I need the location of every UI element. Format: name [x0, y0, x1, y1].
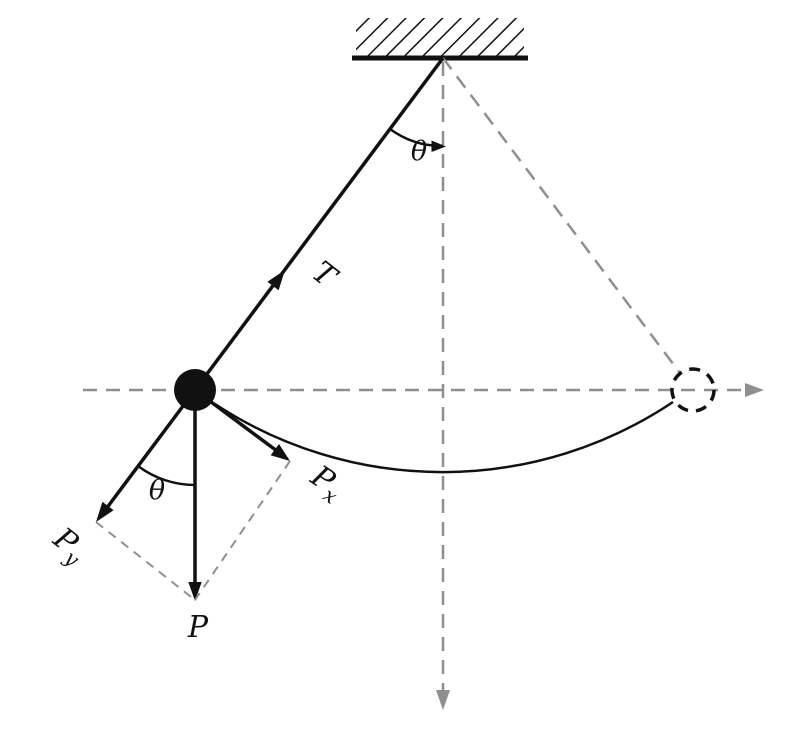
- theta-label-pivot: θ: [411, 136, 427, 167]
- swing-path-arc: [214, 400, 674, 474]
- ceiling-mount: [352, 18, 528, 61]
- tension-label: T: [305, 255, 344, 296]
- theta-label-bob: θ: [149, 475, 165, 506]
- weight-label: P: [187, 610, 209, 645]
- bob-angle-arc: [137, 464, 196, 487]
- px-label: Px: [301, 458, 350, 508]
- weight-arrowhead: [188, 582, 202, 601]
- py-label: Py: [43, 520, 93, 571]
- py-arrowhead: [96, 501, 114, 522]
- px-arrowhead: [270, 444, 290, 461]
- ceiling-hatching: [356, 18, 524, 56]
- parallelogram-edge-py: [95, 521, 196, 601]
- pendulum-bob: [174, 369, 216, 411]
- pivot-angle-arrowhead: [431, 140, 446, 152]
- vertical-reference-arrowhead: [436, 690, 450, 710]
- ghost-rod-line: [442, 57, 681, 374]
- horizontal-reference-arrowhead: [745, 383, 764, 397]
- py-arrow-line: [104, 388, 197, 511]
- ghost-bob-circle: [670, 367, 716, 413]
- pendulum-rod: [193, 56, 445, 392]
- tension-arrowhead: [267, 270, 285, 291]
- parallelogram-edge-px: [194, 460, 291, 601]
